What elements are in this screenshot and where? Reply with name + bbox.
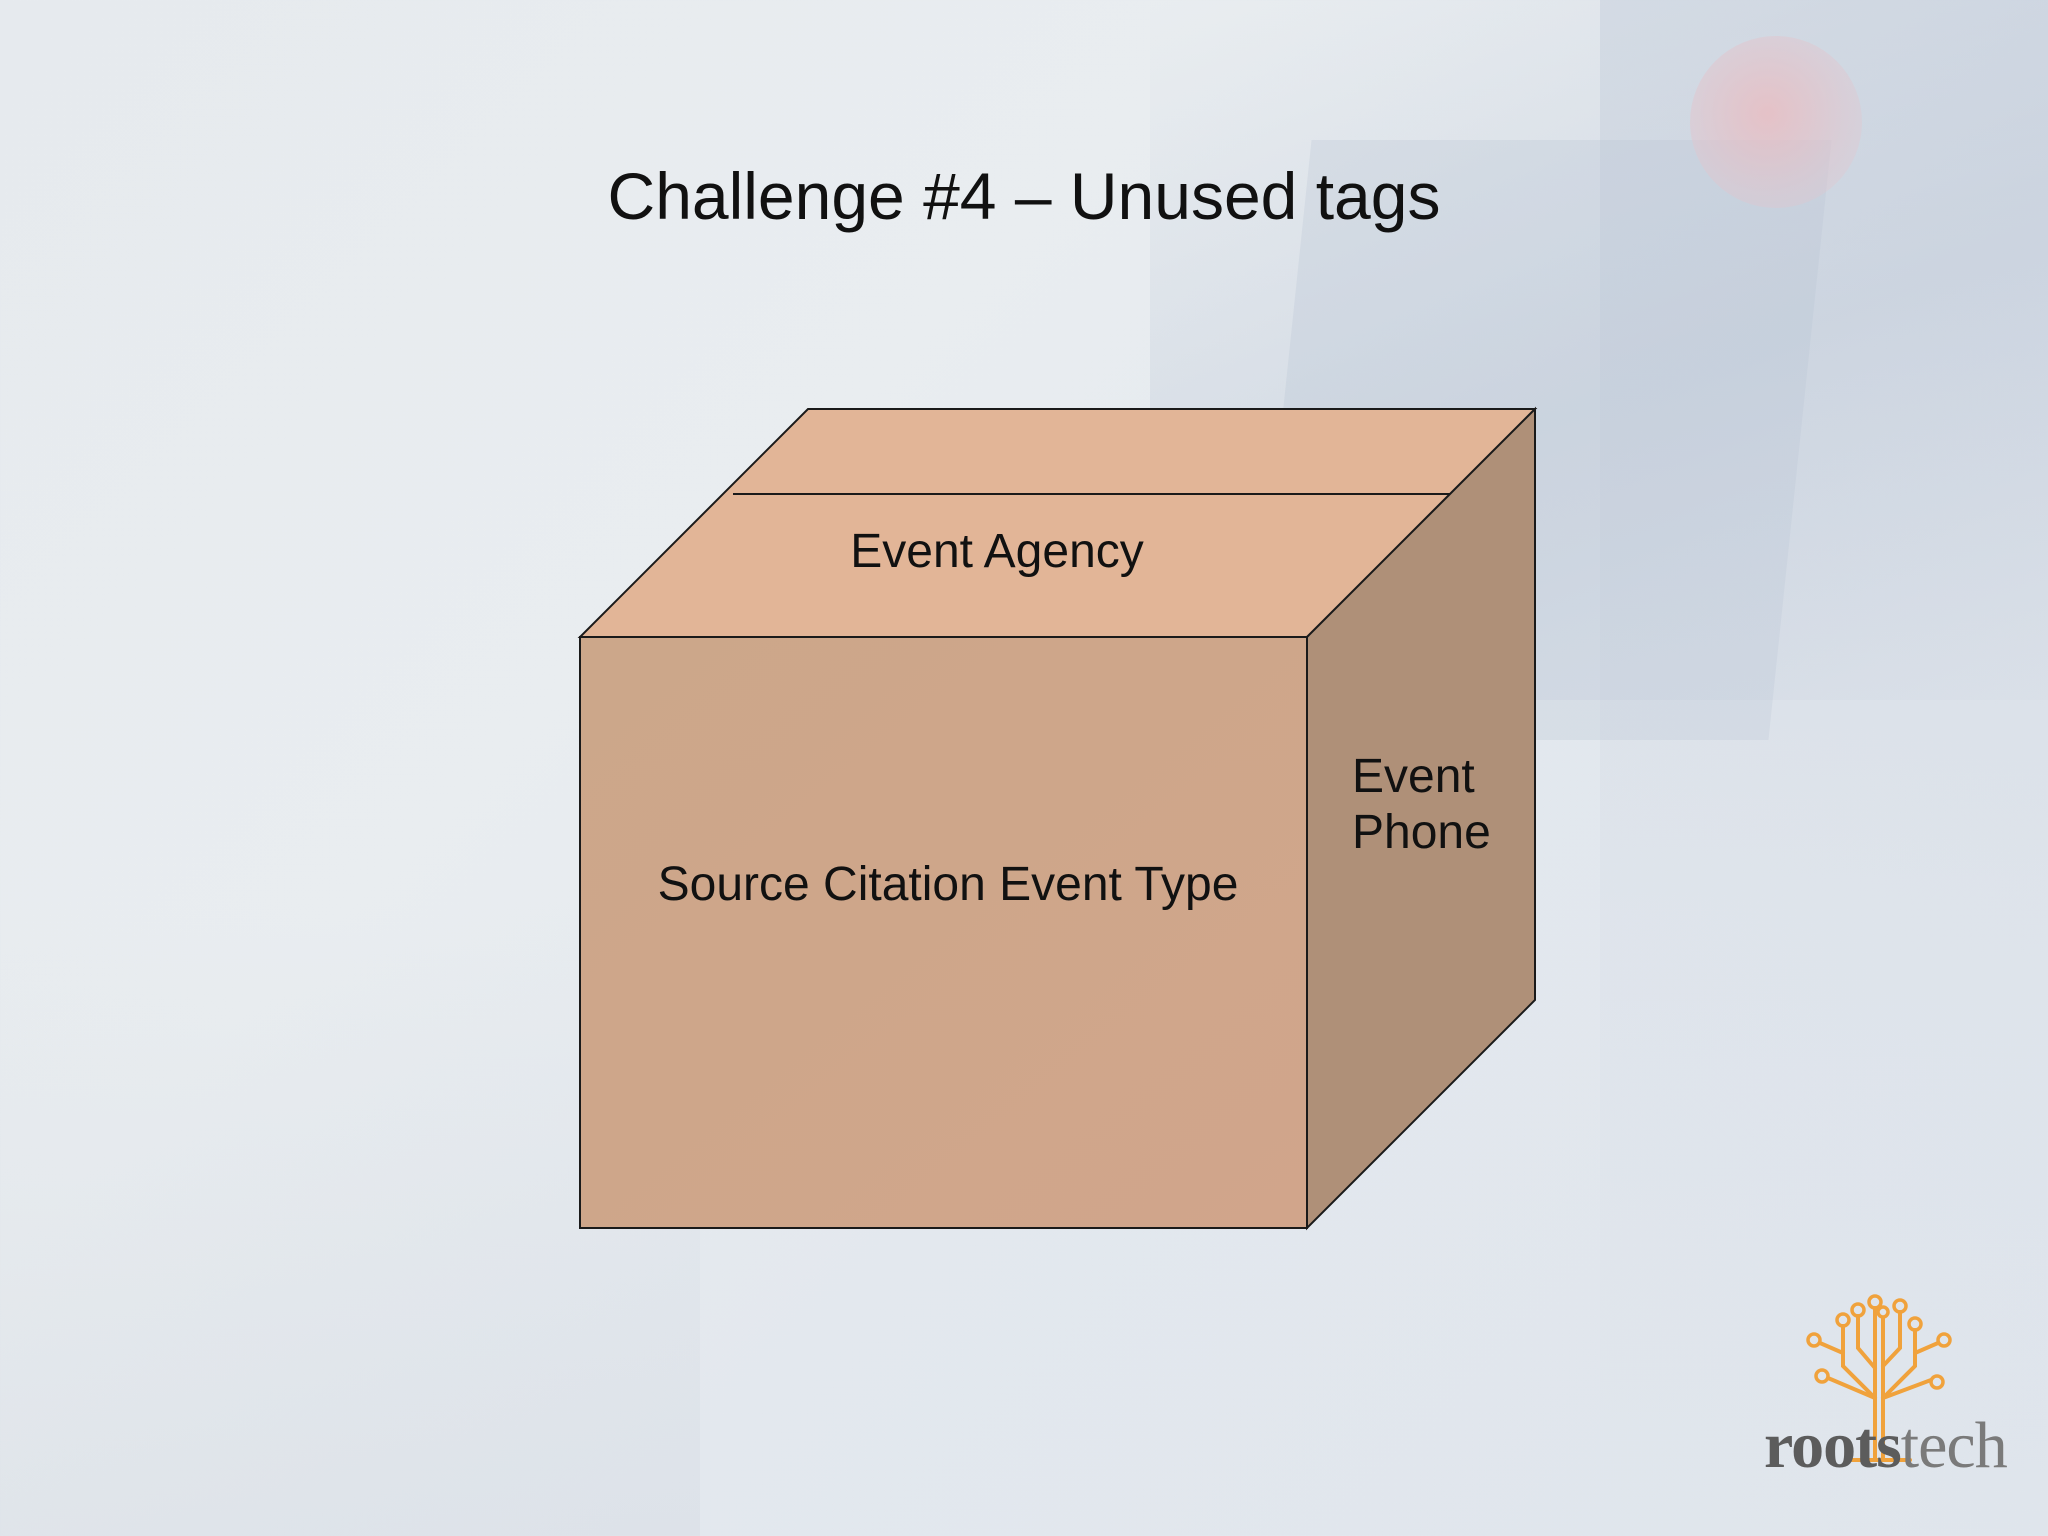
tree-icon [1806,1294,1952,1462]
top-face-label: Event Agency [850,525,1144,578]
logo-wordmark: rootstech [1764,1408,2008,1484]
logo-word-light: tech [1900,1409,2008,1482]
box-front-face [579,636,1308,1229]
side-face-label-line1: Event [1352,750,1475,803]
front-face-label: Source Citation Event Type [658,858,1239,911]
slide-title: Challenge #4 – Unused tags [607,159,1441,233]
side-face-label-line2: Phone [1352,806,1491,859]
logo-word-bold: roots [1764,1409,1902,1482]
